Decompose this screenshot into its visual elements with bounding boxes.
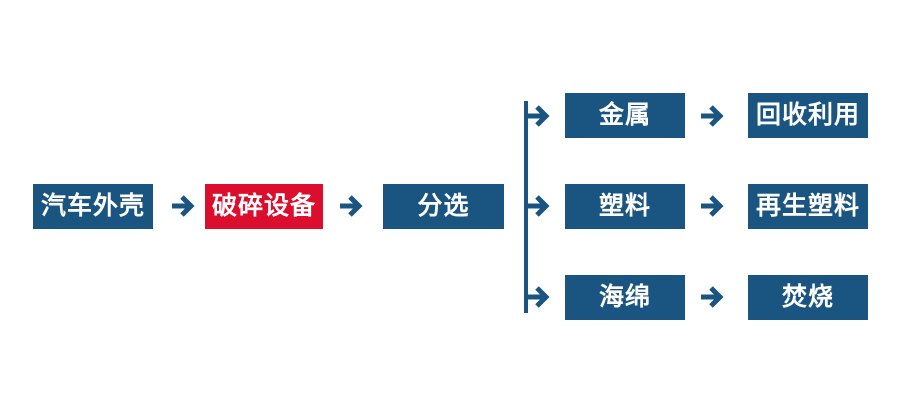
node-plastic-label: 塑料: [598, 192, 651, 220]
arrow-right-icon: [701, 286, 724, 308]
node-sponge-label: 海绵: [598, 283, 651, 311]
node-sponge: 海绵: [565, 275, 685, 320]
arrow-right-icon: [701, 105, 724, 127]
node-metal: 金属: [565, 93, 685, 138]
node-car-shell-label: 汽车外壳: [40, 192, 145, 220]
node-crushing-equipment: 破碎设备: [205, 184, 323, 229]
arrow-right-icon: [340, 195, 363, 217]
node-regenerated-plastic-label: 再生塑料: [755, 192, 860, 220]
node-recycling-reuse-label: 回收利用: [755, 101, 860, 129]
arrow-right-icon: [526, 105, 550, 127]
node-incineration: 焚烧: [748, 275, 868, 320]
node-incineration-label: 焚烧: [781, 283, 834, 311]
arrow-right-icon: [526, 195, 550, 217]
node-recycling-reuse: 回收利用: [748, 93, 868, 138]
arrow-right-icon: [526, 286, 550, 308]
node-metal-label: 金属: [598, 101, 651, 129]
node-regenerated-plastic: 再生塑料: [748, 184, 868, 229]
node-car-shell: 汽车外壳: [33, 184, 153, 229]
arrow-right-icon: [172, 195, 195, 217]
node-crushing-equipment-label: 破碎设备: [211, 192, 316, 220]
arrow-right-icon: [701, 195, 724, 217]
node-sorting-label: 分选: [417, 192, 470, 220]
node-sorting: 分选: [383, 184, 504, 229]
node-plastic: 塑料: [565, 184, 685, 229]
